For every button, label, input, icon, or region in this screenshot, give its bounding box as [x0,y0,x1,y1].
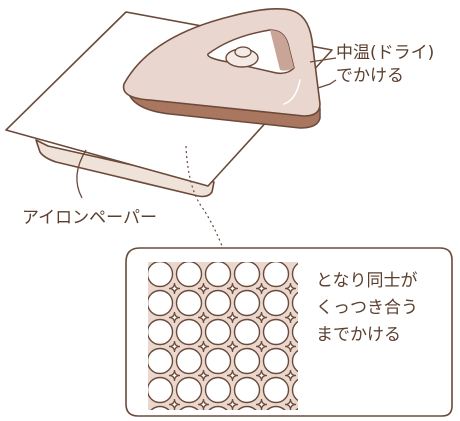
iron-dial-knob [234,46,252,58]
bead-gap [226,311,239,324]
bead-gap [197,340,210,353]
result-label-line2: くっつき合う [316,298,418,318]
bead-hole [175,376,203,404]
bead-hole [233,289,261,317]
bead-hole [266,405,286,410]
bead-gap [168,311,181,324]
bead-hole [175,262,203,288]
bead-hole [175,318,203,346]
bead-hole [262,262,290,288]
bead-hole [204,347,232,375]
bead-hole [291,320,298,344]
bead-hole [148,347,174,375]
bead-gap [168,369,181,382]
bead-gap [284,340,297,353]
result-label: となり同士が くっつき合う までかける [316,268,418,349]
fused-beads-pattern [148,262,298,410]
bead-hole [148,289,174,317]
bead-hole [291,262,298,286]
bead-hole [291,291,298,315]
bead-hole [179,405,199,410]
bead-hole [175,347,203,375]
bead-gap [197,398,210,410]
bead-hole [204,376,232,404]
temperature-label-line2: でかける [336,66,404,86]
bead-gap [255,340,268,353]
result-label-line3: までかける [316,325,401,345]
bead-gap [226,282,239,295]
bead-hole [237,405,257,410]
bead-hole [262,376,290,404]
bead-hole [291,378,298,402]
temperature-leader [309,57,337,89]
bead-gap [226,369,239,382]
bead-hole [148,376,174,404]
bead-hole [233,262,261,288]
bead-hole [204,318,232,346]
result-label-line1: となり同士が [316,271,418,291]
bead-hole [295,407,298,410]
bead-hole [148,262,174,288]
paper-leader [76,149,87,199]
bead-gap [255,282,268,295]
iron-handle-shadow [270,30,294,71]
bead-gap [168,340,181,353]
bead-gap [226,340,239,353]
bead-hole [208,405,228,410]
bead-hole [262,318,290,346]
bead-gap [197,311,210,324]
bead-hole [262,289,290,317]
bead-hole [233,318,261,346]
temperature-label: 中温(ドライ) でかける [336,42,434,88]
paper-label: アイロンペーパー [22,208,157,228]
bead-board [35,139,215,198]
iron-highlight [283,79,301,105]
bead-gap [255,311,268,324]
bead-hole [233,347,261,375]
bead-hole [291,349,298,373]
bead-gap [255,398,268,410]
bead-gap [168,398,181,410]
bead-gap [255,369,268,382]
bead-gap [197,282,210,295]
bead-hole [175,289,203,317]
bead-hole [262,347,290,375]
bead-hole [148,318,174,346]
bead-gap [226,398,239,410]
temperature-label-line1: 中温(ドライ) [336,43,435,63]
bead-gap [168,282,181,295]
bead-hole [233,376,261,404]
bead-hole [204,289,232,317]
bead-gap [284,398,297,410]
bead-hole [150,405,170,410]
bead-gap [284,311,297,324]
bead-gap [284,369,297,382]
bead-hole [204,262,232,288]
bead-gap [284,282,297,295]
bead-gap [197,369,210,382]
